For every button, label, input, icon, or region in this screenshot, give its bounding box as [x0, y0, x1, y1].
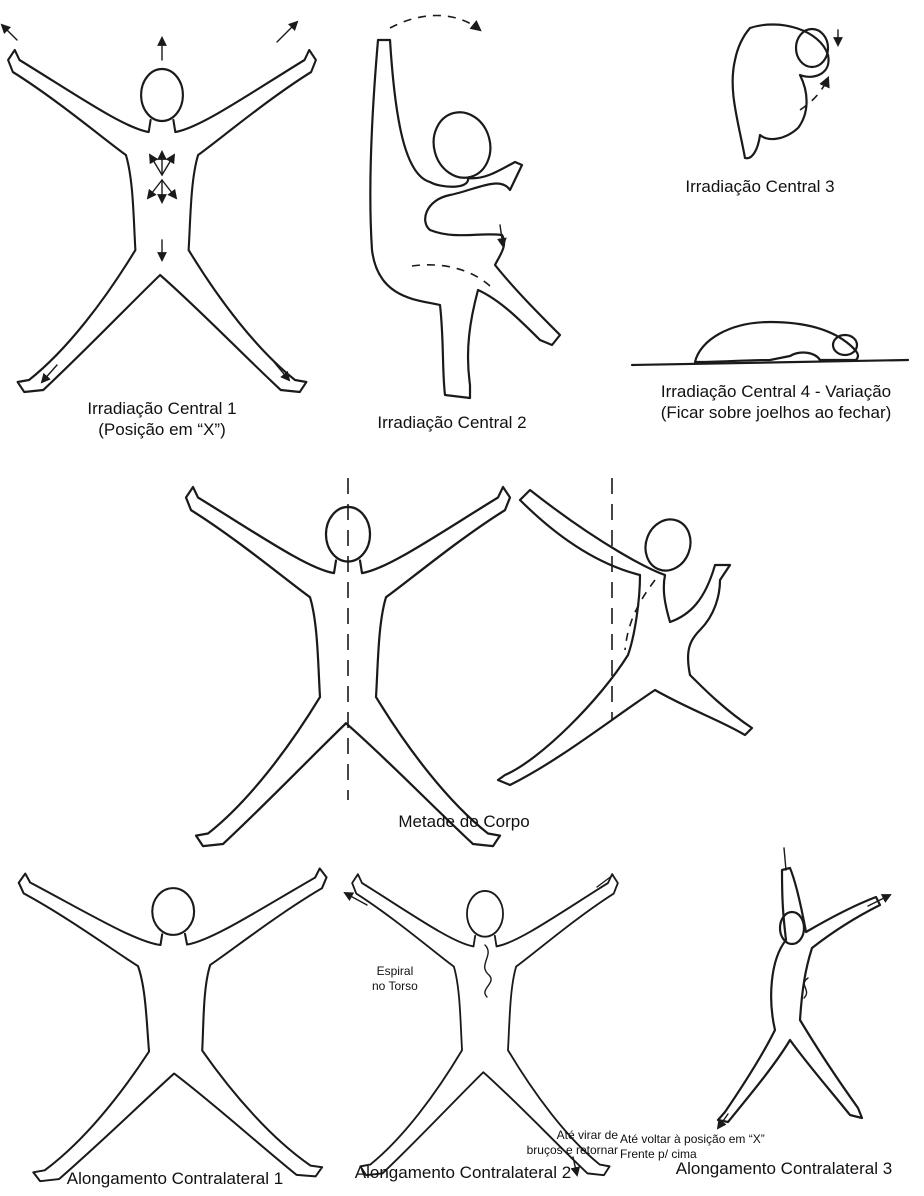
note-ac2-foot-line2: bruços e retornar	[512, 1143, 618, 1158]
caption-ic3-text: Irradiação Central 3	[665, 176, 855, 197]
note-ac2-torso-line2: no Torso	[372, 979, 418, 994]
caption-ic3: Irradiação Central 3	[665, 176, 855, 197]
caption-ic4-line2: (Ficar sobre joelhos ao fechar)	[636, 402, 916, 423]
note-ac3: Até voltar à posição em “X” Frente p/ ci…	[620, 1132, 765, 1162]
figure-ac3	[718, 848, 890, 1128]
caption-ac1-text: Alongamento Contralateral 1	[40, 1168, 310, 1189]
caption-metade: Metade do Corpo	[384, 811, 544, 832]
figure-metade-right	[498, 490, 752, 785]
note-ac2-torso-line1: Espiral	[372, 964, 418, 979]
caption-ic4: Irradiação Central 4 - Variação (Ficar s…	[636, 381, 916, 423]
caption-ic1-line2: (Posição em “X”)	[62, 419, 262, 440]
caption-ac2: Alongamento Contralateral 2	[328, 1162, 598, 1183]
note-ac2-torso: Espiral no Torso	[372, 964, 418, 994]
caption-ac1: Alongamento Contralateral 1	[40, 1168, 310, 1189]
caption-ic2: Irradiação Central 2	[352, 412, 552, 433]
caption-ic4-line1: Irradiação Central 4 - Variação	[636, 381, 916, 402]
note-ac2-foot-line1: Até virar de	[512, 1128, 618, 1143]
figure-ic1	[2, 22, 316, 392]
caption-ac2-text: Alongamento Contralateral 2	[328, 1162, 598, 1183]
caption-ic1-line1: Irradiação Central 1	[62, 398, 262, 419]
figure-ic4	[632, 322, 908, 365]
figure-ic3	[733, 24, 838, 158]
caption-metade-text: Metade do Corpo	[384, 811, 544, 832]
note-ac2-foot: Até virar de bruços e retornar	[512, 1128, 618, 1158]
figure-ac1	[19, 868, 332, 1181]
caption-ic2-text: Irradiação Central 2	[352, 412, 552, 433]
caption-ic1: Irradiação Central 1 (Posição em “X”)	[62, 398, 262, 440]
figure-ic2	[370, 16, 560, 399]
note-ac3-line1: Até voltar à posição em “X”	[620, 1132, 765, 1147]
note-ac3-line2: Frente p/ cima	[620, 1147, 765, 1162]
